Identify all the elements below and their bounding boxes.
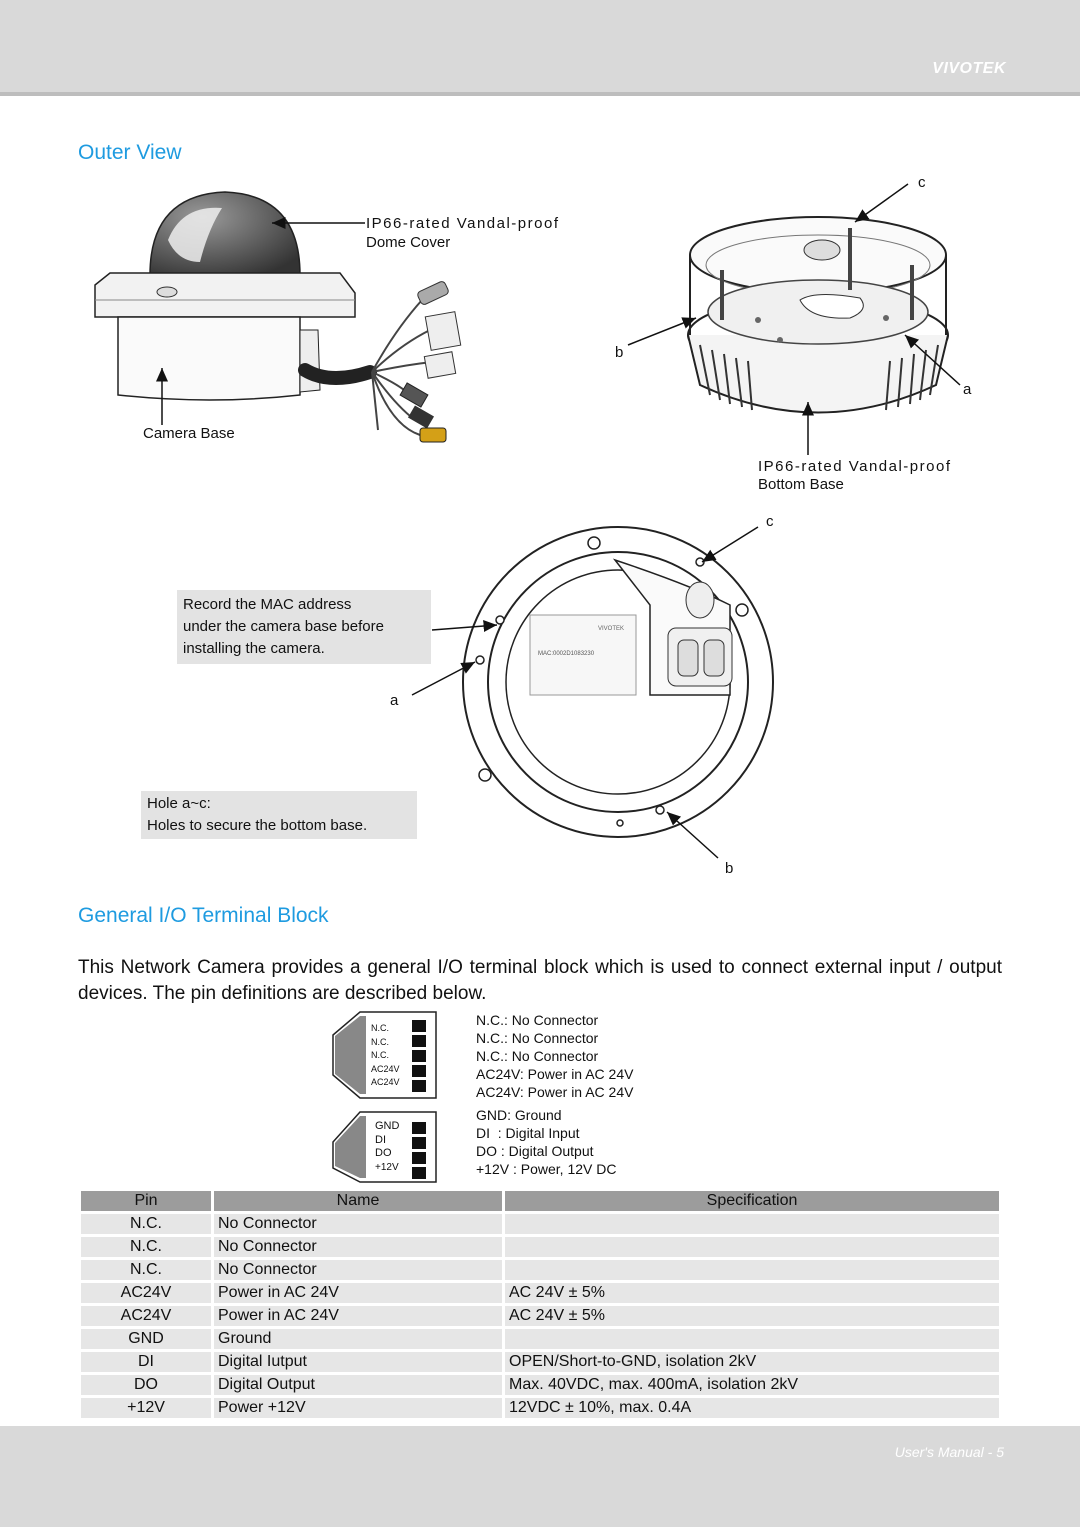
pin-definition: AC24V: Power in AC 24V bbox=[476, 1084, 634, 1100]
table-cell: GND bbox=[81, 1329, 211, 1349]
letter-b-bottom: b bbox=[725, 860, 734, 877]
table-cell: No Connector bbox=[214, 1237, 502, 1257]
hole-callout: Hole a~c: Holes to secure the bottom bas… bbox=[141, 791, 417, 839]
io-description: This Network Camera provides a general I… bbox=[78, 957, 1002, 1004]
table-cell: Power in AC 24V bbox=[214, 1306, 502, 1326]
pin-definition: N.C.: No Connector bbox=[476, 1012, 599, 1028]
table-cell: OPEN/Short-to-GND, isolation 2kV bbox=[505, 1352, 999, 1372]
letter-a-bottom: a bbox=[390, 692, 399, 709]
table-cell: DI bbox=[81, 1352, 211, 1372]
table-cell bbox=[505, 1329, 999, 1349]
pin-definition: N.C.: No Connector bbox=[476, 1048, 599, 1064]
pin-label: DI bbox=[375, 1133, 386, 1146]
mac-address-callout: Record the MAC address under the camera … bbox=[177, 590, 431, 664]
pin-definition: DO : Digital Output bbox=[476, 1143, 594, 1159]
table-cell: AC 24V ± 5% bbox=[505, 1306, 999, 1326]
table-cell: AC24V bbox=[81, 1306, 211, 1326]
pin-definition: GND: Ground bbox=[476, 1107, 562, 1123]
table-cell bbox=[505, 1214, 999, 1234]
footer-bar bbox=[0, 1426, 1080, 1527]
section-title-outer-view: Outer View bbox=[78, 141, 182, 164]
dome-cover-label-line2: Dome Cover bbox=[366, 234, 451, 251]
table-cell: Digital Iutput bbox=[214, 1352, 502, 1372]
block2-pin-labels: GND DI DO +12V bbox=[375, 1120, 399, 1174]
brand-logo: VIVOTEK bbox=[932, 60, 1006, 77]
pin-label: AC24V bbox=[371, 1063, 400, 1074]
table-cell bbox=[505, 1260, 999, 1280]
pin-definitions-1: N.C.: No Connector N.C.: No Connector N.… bbox=[476, 1011, 633, 1101]
mac-callout-line: Record the MAC address bbox=[183, 596, 352, 613]
mac-callout-line: under the camera base before bbox=[183, 618, 384, 635]
dome-cover-label-line1: IP66-rated Vandal-proof bbox=[366, 215, 560, 232]
section-title-io-block: General I/O Terminal Block bbox=[78, 904, 329, 927]
table-row: N.C.No Connector bbox=[81, 1260, 999, 1280]
table-cell: N.C. bbox=[81, 1214, 211, 1234]
bottom-base-label-line1: IP66-rated Vandal-proof bbox=[758, 458, 952, 475]
pin-label: N.C. bbox=[371, 1050, 389, 1060]
terminal-block-2 bbox=[332, 1111, 437, 1183]
pin-label: N.C. bbox=[371, 1023, 389, 1033]
header-divider bbox=[0, 92, 1080, 96]
pin-definition: N.C.: No Connector bbox=[476, 1030, 599, 1046]
pin-label: GND bbox=[375, 1120, 400, 1132]
dome-camera-illustration bbox=[94, 191, 462, 443]
letter-c-top: c bbox=[918, 174, 926, 191]
table-row: N.C.No Connector bbox=[81, 1214, 999, 1234]
pin-definition: AC24V: Power in AC 24V bbox=[476, 1066, 634, 1082]
table-cell bbox=[505, 1237, 999, 1257]
letter-c-bottom: c bbox=[766, 513, 774, 530]
table-header-name: Name bbox=[214, 1191, 502, 1211]
table-cell: Max. 40VDC, max. 400mA, isolation 2kV bbox=[505, 1375, 999, 1395]
letter-a-top: a bbox=[963, 381, 972, 398]
table-cell: AC24V bbox=[81, 1283, 211, 1303]
table-cell: Ground bbox=[214, 1329, 502, 1349]
mac-sticker-text: MAC:0002D1083230 bbox=[538, 651, 595, 657]
terminal-block-1 bbox=[332, 1011, 437, 1099]
pin-spec-table: Pin Name Specification N.C.No Connector … bbox=[78, 1188, 1002, 1421]
base-bottom-view-illustration: MAC:0002D1083230 VIVOTEK bbox=[462, 526, 774, 838]
table-cell: Digital Output bbox=[214, 1375, 502, 1395]
table-cell: No Connector bbox=[214, 1260, 502, 1280]
table-cell: No Connector bbox=[214, 1214, 502, 1234]
pin-label: N.C. bbox=[371, 1036, 389, 1047]
pin-label: AC24V bbox=[371, 1077, 400, 1087]
table-header-specification: Specification bbox=[505, 1191, 999, 1211]
table-cell: N.C. bbox=[81, 1237, 211, 1257]
pin-definition: +12V : Power, 12V DC bbox=[476, 1161, 617, 1177]
bottom-base-illustration bbox=[687, 216, 949, 414]
bottom-base-label-line2: Bottom Base bbox=[758, 476, 844, 493]
table-cell: 12VDC ± 10%, max. 0.4A bbox=[505, 1398, 999, 1418]
letter-b-top: b bbox=[615, 344, 624, 361]
table-header-row: Pin Name Specification bbox=[81, 1191, 999, 1211]
table-header-pin: Pin bbox=[81, 1191, 211, 1211]
table-cell: Power in AC 24V bbox=[214, 1283, 502, 1303]
camera-base-label: Camera Base bbox=[143, 425, 235, 442]
table-row: N.C.No Connector bbox=[81, 1237, 999, 1257]
hole-callout-line: Holes to secure the bottom base. bbox=[147, 817, 368, 834]
hole-callout-line: Hole a~c: bbox=[147, 795, 211, 812]
header-bar bbox=[0, 0, 1080, 92]
table-cell: Power +12V bbox=[214, 1398, 502, 1418]
pin-label: +12V bbox=[375, 1161, 399, 1173]
table-cell: DO bbox=[81, 1375, 211, 1395]
sticker-brand: VIVOTEK bbox=[598, 626, 624, 632]
table-cell: +12V bbox=[81, 1398, 211, 1418]
pin-definitions-2: GND: Ground DI : Digital Input DO : Digi… bbox=[476, 1106, 616, 1178]
table-cell: N.C. bbox=[81, 1260, 211, 1280]
mac-callout-line: installing the camera. bbox=[183, 640, 325, 657]
page-number-label: User's Manual - 5 bbox=[894, 1444, 1004, 1460]
pin-definition: DI : Digital Input bbox=[476, 1125, 580, 1141]
pin-label: DO bbox=[375, 1147, 392, 1159]
block1-pin-labels: N.C. N.C. N.C. AC24V AC24V bbox=[371, 1022, 400, 1090]
table-cell: AC 24V ± 5% bbox=[505, 1283, 999, 1303]
